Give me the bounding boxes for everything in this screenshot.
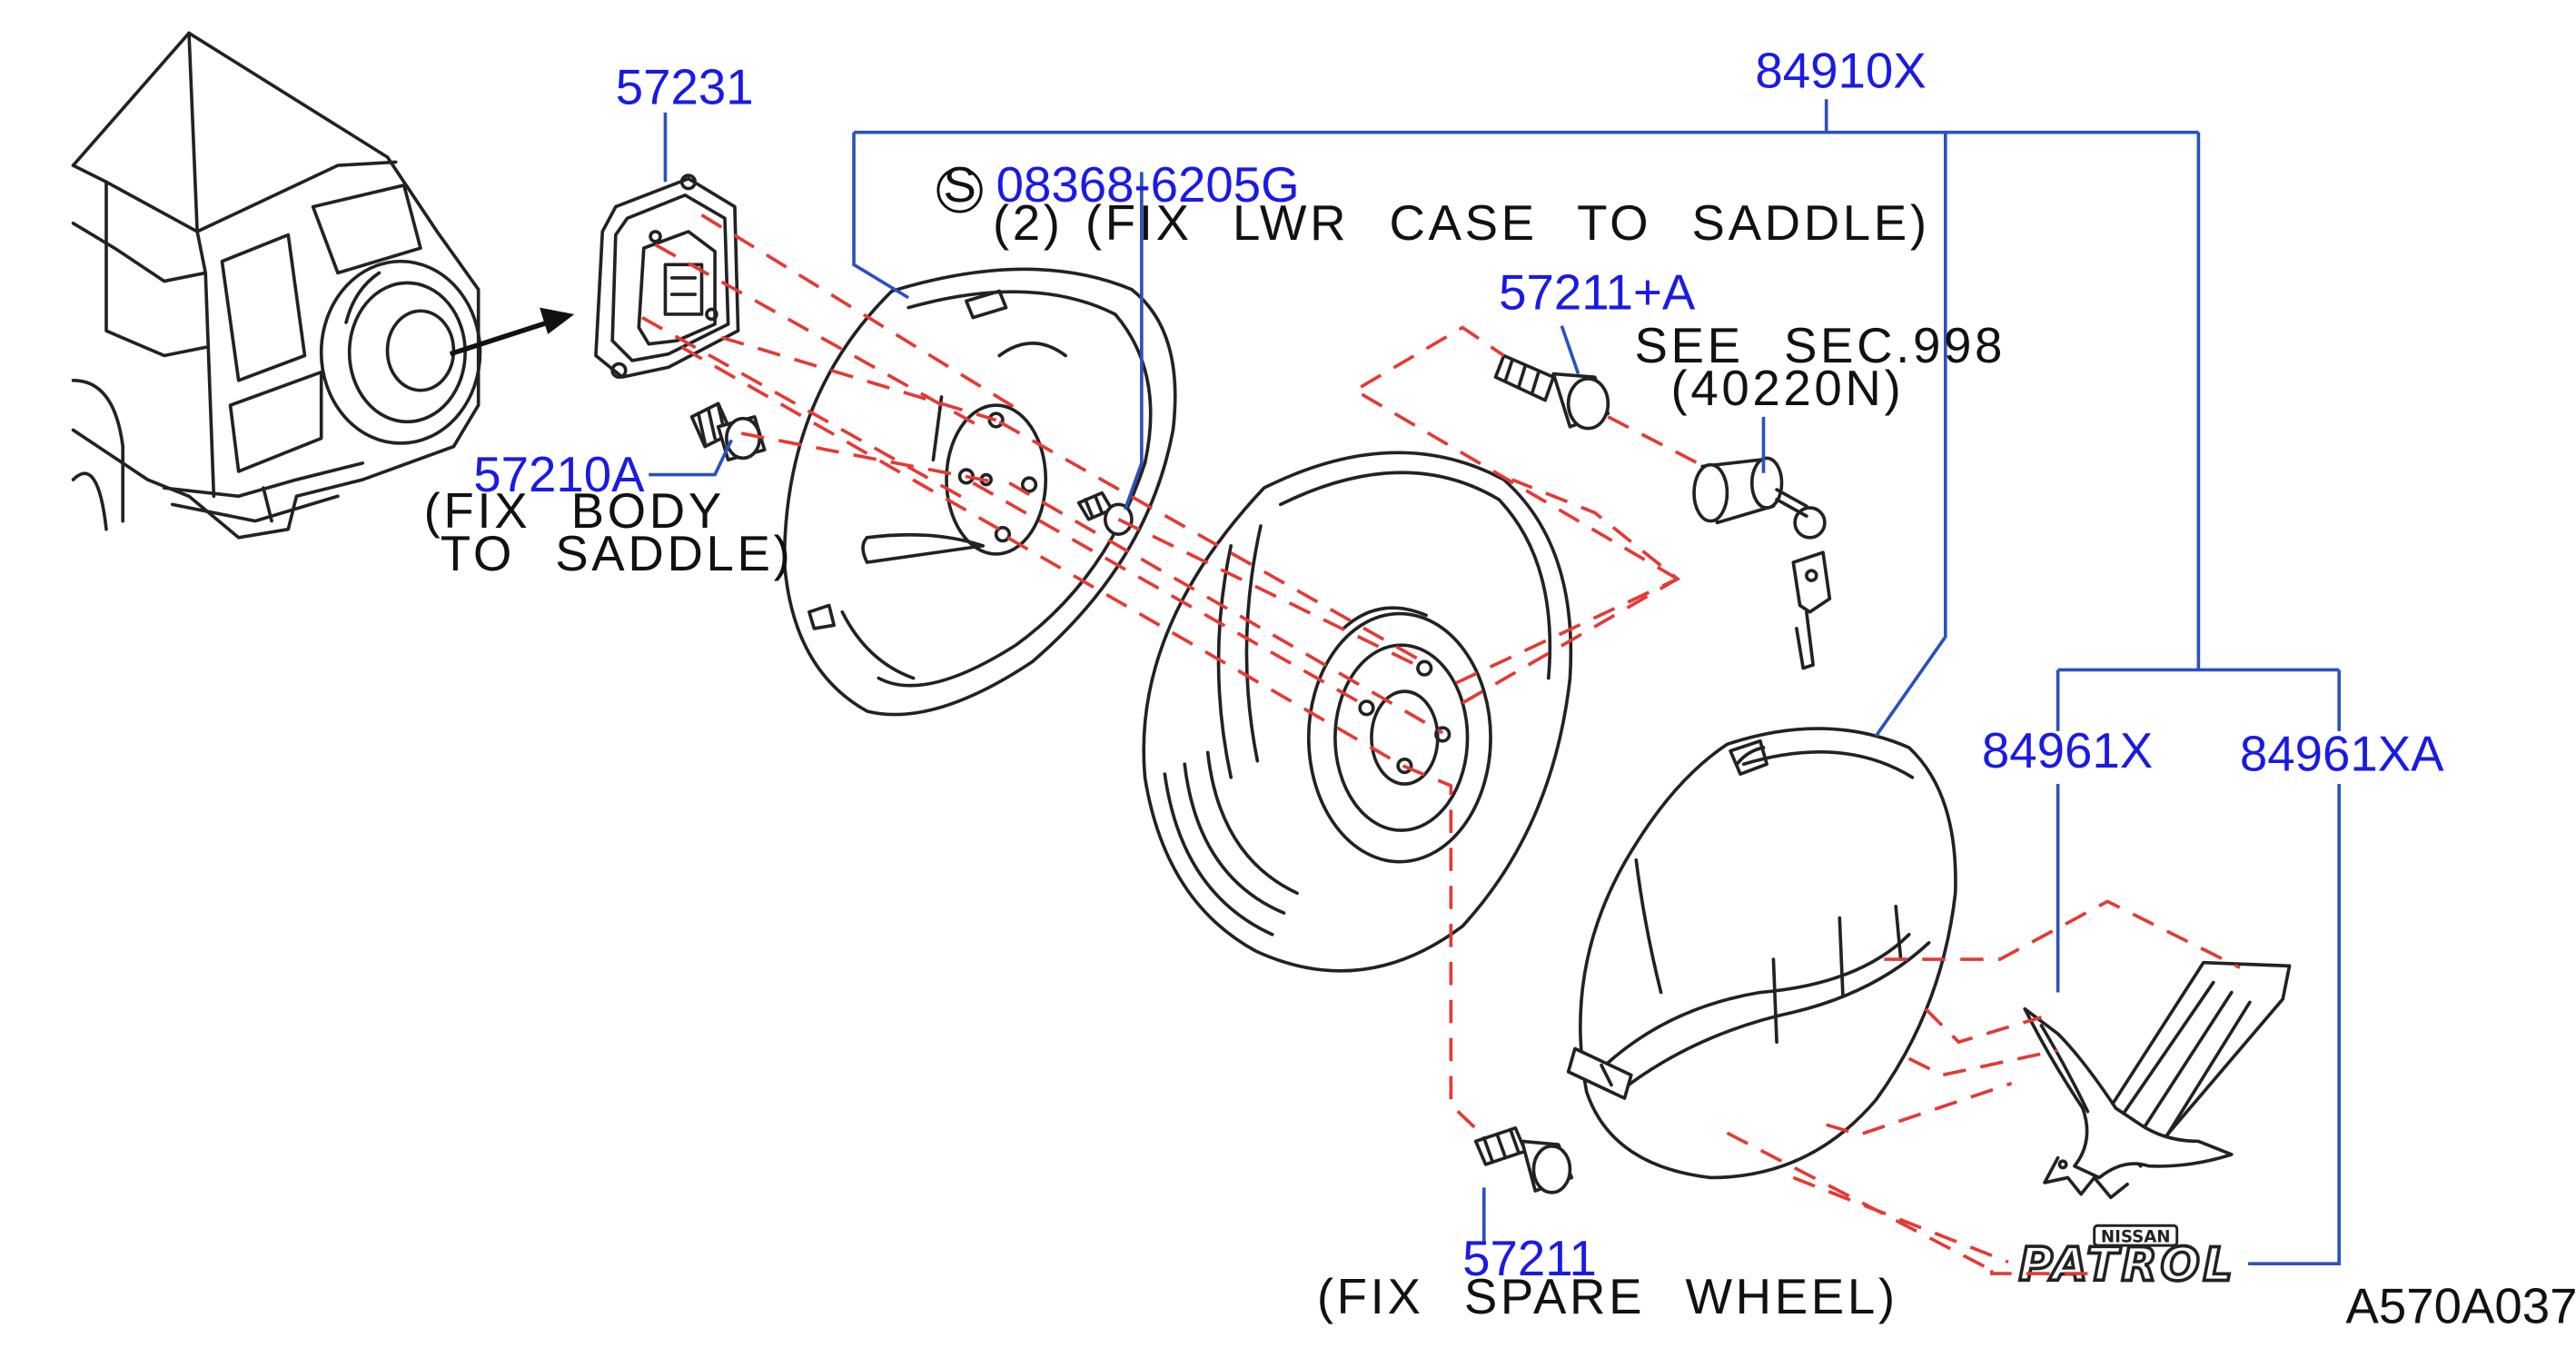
note-screw-qty: (2) bbox=[993, 195, 1064, 251]
standard-mark-letter: S bbox=[943, 157, 976, 213]
leader-lines bbox=[649, 99, 2341, 1265]
key-icon bbox=[1791, 550, 1832, 670]
callout-57211-plus-a: 57211+A bbox=[1499, 265, 1696, 321]
nissan-badge-text: NISSAN bbox=[2101, 1227, 2171, 1246]
callout-84910x: 84910X bbox=[1755, 44, 1926, 99]
note-see-sec: SEE SEC.998 bbox=[1634, 318, 2006, 373]
callout-57211: 57211 bbox=[1462, 1231, 1597, 1286]
patrol-emblem-icon: NISSAN PATROL bbox=[2017, 1224, 2236, 1293]
callout-08368-6205g: 08368-6205G bbox=[996, 157, 1300, 213]
note-fix-body-line2: TO SADDLE) bbox=[441, 526, 794, 581]
lock-cylinder-icon bbox=[1692, 456, 1827, 540]
rear-view-vehicle-icon bbox=[71, 31, 482, 540]
spare-tire-cover-lower-icon bbox=[782, 267, 1177, 717]
note-see-sec-part: (40220N) bbox=[1671, 361, 1905, 416]
note-fix-lwr-case: (FIX LWR CASE TO SADDLE) bbox=[1085, 195, 1930, 251]
callout-84961xa: 84961XA bbox=[2240, 727, 2444, 782]
note-fix-spare-wheel: (FIX SPARE WHEEL) bbox=[1317, 1269, 1898, 1324]
saddle-bracket-icon bbox=[594, 173, 740, 379]
callout-57231: 57231 bbox=[616, 60, 754, 115]
standard-mark-circle bbox=[936, 167, 983, 213]
spare-lock-icon bbox=[1493, 353, 1610, 431]
saddle-bolt-icon bbox=[689, 401, 767, 462]
patrol-wordmark-text: PATROL bbox=[2019, 1238, 2236, 1292]
direction-arrow bbox=[449, 307, 575, 357]
callout-84961x: 84961X bbox=[1982, 723, 2153, 778]
spare-wheel-icon bbox=[1142, 451, 1573, 973]
spare-tire-cover-upper-icon bbox=[1566, 727, 1957, 1180]
note-fix-body-line1: (FIX BODY bbox=[424, 483, 725, 539]
callout-57210a: 57210A bbox=[473, 447, 645, 502]
drawing-id: A570A037 bbox=[2345, 1279, 2576, 1334]
assembly-lines bbox=[641, 213, 2241, 1275]
wheel-nut-icon bbox=[1473, 1126, 1574, 1194]
eagle-emblem-icon bbox=[2023, 960, 2292, 1200]
